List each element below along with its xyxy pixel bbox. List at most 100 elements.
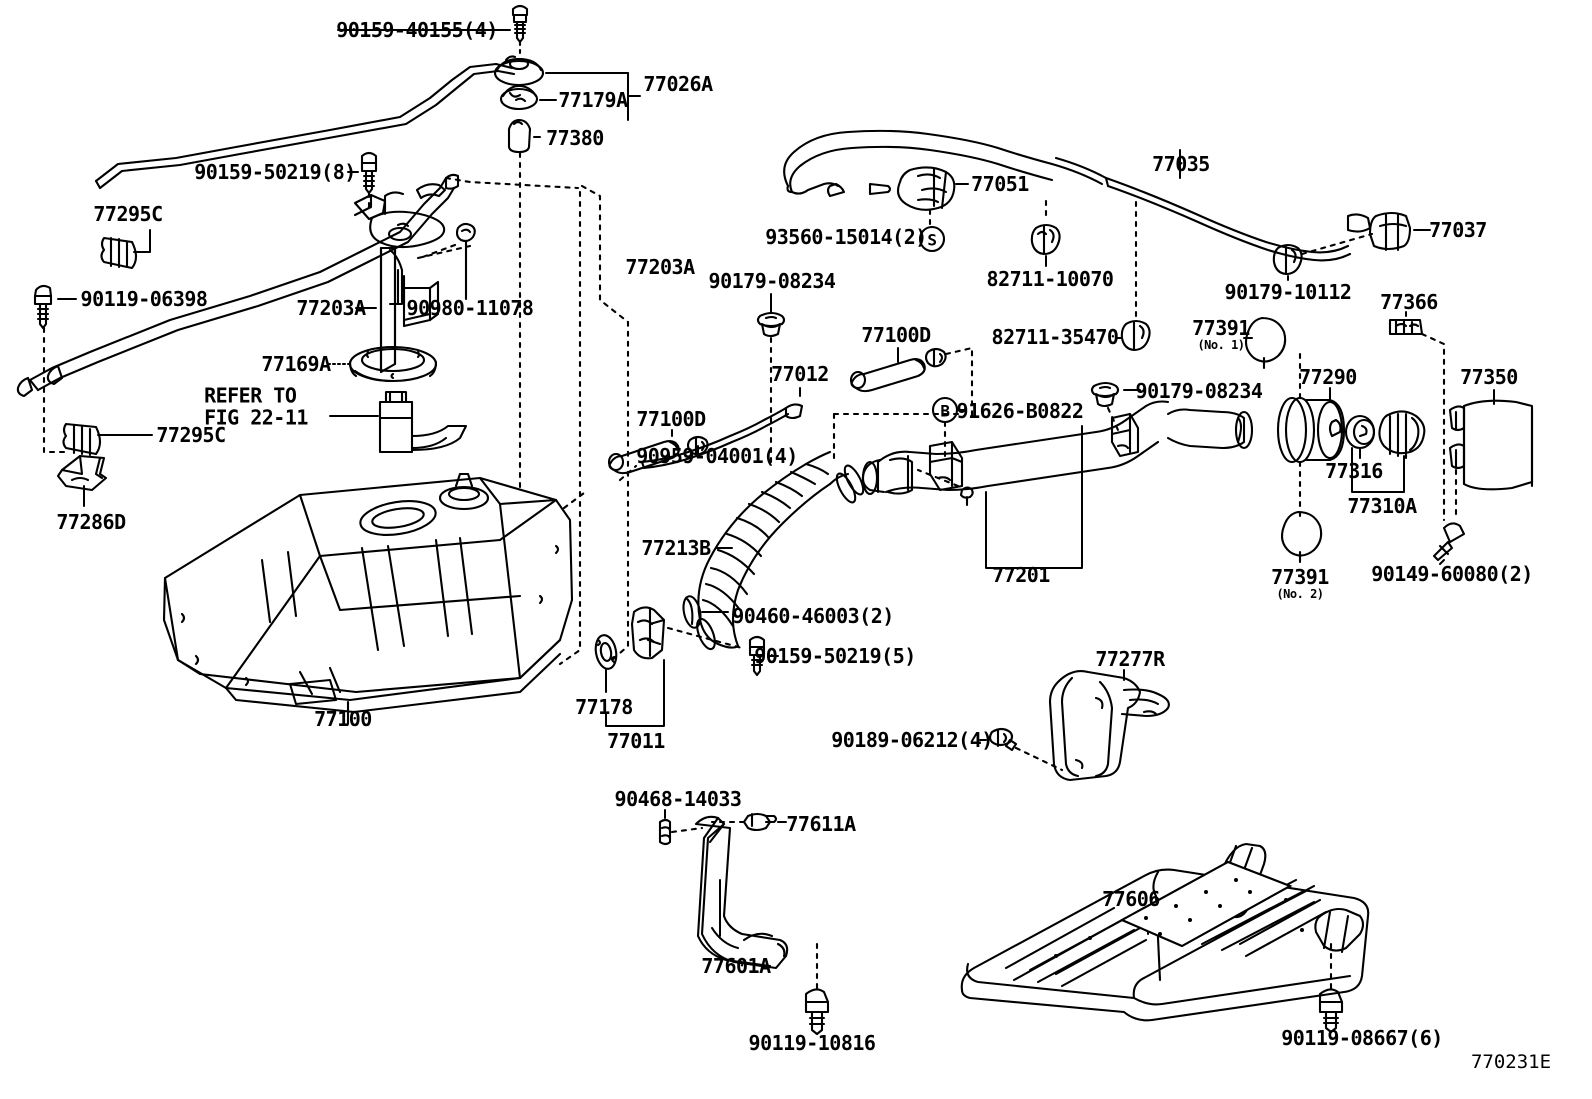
- part-label-77350: 77350: [1460, 365, 1518, 389]
- tank-dash-outline-2: [444, 176, 580, 190]
- leader-77295C-upper: [133, 229, 151, 253]
- part-77203A-fuel-lines: [28, 173, 460, 392]
- part-77026A-vent-tube: [94, 62, 516, 190]
- leader-77011-dash: [666, 626, 744, 650]
- part-label-90179-08234: 90179-08234: [708, 269, 836, 293]
- part-90980-11078-connector: [455, 222, 476, 301]
- part-label-77178: 77178: [575, 695, 633, 719]
- part-77051-lock: [896, 166, 956, 211]
- part-label-90159-502195: 90159-50219(5): [754, 644, 916, 668]
- part-label-77100D: 77100D: [861, 323, 931, 347]
- part-label-91626-B0822: 91626-B0822: [956, 399, 1084, 423]
- part-label-number: 77391: [1192, 316, 1250, 340]
- part-77011-filler-flange: [630, 606, 666, 660]
- part-77316-gasket: [1344, 414, 1376, 450]
- part-label-number: 77391: [1271, 565, 1329, 589]
- tank-dash-outline-1: [558, 190, 582, 666]
- leader-77100D-dash: [944, 346, 974, 422]
- shield-plate-dots: [1144, 878, 1252, 936]
- part-77035-pipe: [1104, 176, 1372, 262]
- part-77012-breather-tube: [640, 403, 804, 470]
- circle-mark-s-icon: S: [927, 230, 937, 250]
- part-label-77201: 77201: [992, 563, 1050, 587]
- part-77201-stud: [959, 486, 974, 507]
- part-77100-fuel-tank: [162, 472, 574, 726]
- part-label-82711-35470: 82711-35470: [991, 325, 1119, 349]
- part-label-90460-460032: 90460-46003(2): [732, 604, 894, 628]
- part-77026A-flange: [493, 55, 545, 87]
- part-77179A-grommet: [499, 84, 539, 111]
- part-label-77606: 77606: [1102, 887, 1160, 911]
- part-label-90179-10112: 90179-10112: [1224, 280, 1352, 304]
- part-77366-spring: [1388, 318, 1424, 336]
- part-label-77295C: 77295C: [156, 423, 226, 447]
- leader-90149-60080: [1439, 559, 1445, 565]
- leader-77201-bracket: [985, 425, 1083, 569]
- part-label-90959-040014: 90959-04001(4): [636, 444, 798, 468]
- part-fuel-pump-refer: [378, 390, 468, 454]
- part-label-77100: 77100: [314, 707, 372, 731]
- part-77213B-filler-hose: [696, 450, 865, 651]
- part-77277R-protector: [1048, 670, 1170, 782]
- part-label-77601A: 77601A: [701, 954, 771, 978]
- part-label-77290: 77290: [1299, 365, 1357, 389]
- part-90189-06212-screw: [988, 727, 1018, 752]
- part-label-77179A: 77179A: [558, 88, 628, 112]
- diagram-id-code: 770231E: [1470, 1051, 1552, 1073]
- part-77286D-bracket: [56, 454, 108, 492]
- fuel-line-end-fittings: [16, 364, 64, 398]
- leader-hose-dash-4: [618, 464, 638, 482]
- part-label-93560-150142: 93560-15014(2): [765, 225, 927, 249]
- refer-to-line-2: FIG 22-11: [204, 406, 308, 430]
- part-label-90119-06398: 90119-06398: [80, 287, 208, 311]
- part-label-77277R: 77277R: [1095, 647, 1165, 671]
- part-77100D-hose-left: [607, 440, 680, 475]
- part-label-77035: 77035: [1152, 152, 1210, 176]
- mark-circle-S: [918, 225, 946, 253]
- part-90179-08234-nut-right: [1090, 381, 1120, 408]
- part-label-77391-sub: 77391(No. 1): [1192, 316, 1250, 352]
- part-90460-46003-clamp: [682, 595, 702, 629]
- part-77037-lever: [1368, 211, 1412, 252]
- part-90959-04001-clamp-right: [924, 347, 947, 368]
- leader-90179-10112-dash: [1300, 232, 1374, 256]
- part-90468-14033-clip: [658, 818, 672, 846]
- part-77035-opener-cable: [783, 129, 1108, 198]
- part-90179-10112-nut: [1272, 243, 1303, 276]
- part-label-77611A: 77611A: [786, 812, 856, 836]
- part-label-77316: 77316: [1325, 459, 1383, 483]
- tank-dash-outline-5: [562, 488, 590, 510]
- part-77295C-clip-upper: [100, 236, 138, 270]
- part-label-77012: 77012: [771, 362, 829, 386]
- part-90159-40155-screw: [511, 4, 529, 44]
- part-label-90468-14033: 90468-14033: [614, 787, 742, 811]
- leader-90119-06398-dash: [42, 326, 72, 454]
- part-label-90159-502198: 90159-50219(8): [194, 160, 356, 184]
- part-label-90119-10816: 90119-10816: [748, 1031, 876, 1055]
- part-77178-gasket: [594, 634, 618, 670]
- part-77295C-clip-lower: [62, 422, 102, 457]
- tank-dash-outline-3: [580, 184, 630, 662]
- part-label-subscript: (No. 2): [1276, 587, 1324, 601]
- part-77310A-cap: [1378, 410, 1426, 460]
- leader-90468-14033-dash: [670, 826, 704, 834]
- part-90119-06398-bolt: [33, 284, 53, 330]
- part-90149-60080-screw: [1432, 522, 1466, 562]
- part-label-subscript: (No. 1): [1197, 338, 1245, 352]
- refer-to-line-1: REFER TO: [204, 383, 297, 408]
- part-label-77286D: 77286D: [56, 510, 126, 534]
- leader-90179-08234-right-dash: [1106, 406, 1120, 432]
- part-label-90159-401554: 90159-40155(4): [336, 18, 498, 42]
- part-label-90119-086676: 90119-08667(6): [1281, 1026, 1443, 1050]
- leader-90189-06212-dash: [1014, 746, 1064, 772]
- part-label-77051: 77051: [971, 172, 1029, 196]
- part-label-77203A: 77203A: [296, 296, 366, 320]
- part-label-77037: 77037: [1429, 218, 1487, 242]
- part-label-77380: 77380: [546, 126, 604, 150]
- part-label-77391-sub: 77391(No. 2): [1271, 565, 1329, 601]
- part-90119-08667-bolt: [1318, 988, 1344, 1034]
- leader-77310A-bracket: [1351, 447, 1405, 493]
